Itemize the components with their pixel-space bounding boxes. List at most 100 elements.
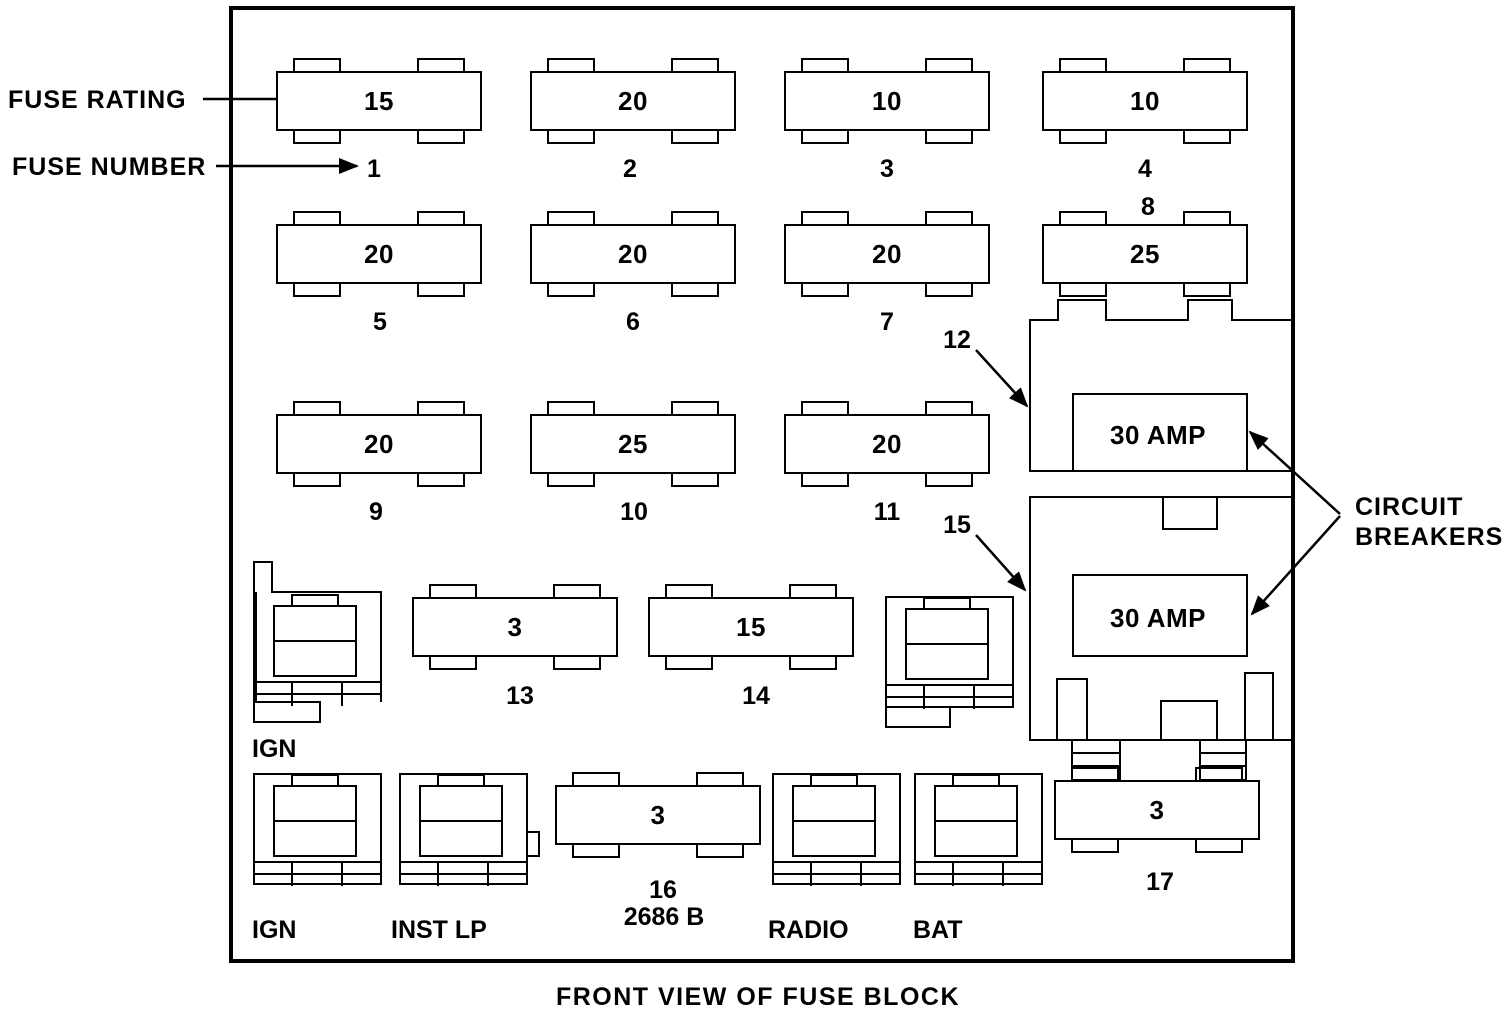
fuse-terminal — [293, 211, 341, 226]
fuse-4: 104 — [1042, 58, 1248, 183]
fuse-terminal — [696, 843, 744, 858]
fuse-terminal — [1183, 211, 1231, 226]
fuse-number-10: 10 — [620, 498, 648, 526]
fuse-terminal — [417, 282, 465, 297]
fuse-number-3: 3 — [880, 155, 894, 183]
fuse-terminal — [547, 58, 595, 73]
fuse-terminal — [293, 58, 341, 73]
fuse-terminal — [547, 472, 595, 487]
fuse-number-9: 9 — [369, 498, 383, 526]
fuse-rating-14: 15 — [736, 612, 766, 642]
relay-label-bat: BAT — [913, 916, 963, 944]
fuse-terminal — [572, 843, 620, 858]
fuse-terminal — [925, 58, 973, 73]
breaker-label-arrow-upper — [1248, 430, 1341, 515]
fuse-terminal — [547, 282, 595, 297]
part-code: 2686 B — [624, 903, 705, 931]
fuse-number-2: 2 — [623, 155, 637, 183]
fuse-6: 206 — [530, 211, 736, 336]
relay-ign-upper — [253, 561, 382, 723]
fuse-terminal — [1183, 282, 1231, 297]
fuse-rating-1: 15 — [364, 86, 394, 116]
fuse-number-5: 5 — [373, 308, 387, 336]
fuse-terminal — [553, 655, 601, 670]
breaker-15-number: 15 — [943, 511, 971, 539]
fuse-terminal — [293, 401, 341, 416]
fuse-rating-6: 20 — [618, 239, 648, 269]
fuse-terminal — [1059, 58, 1107, 73]
breaker-12-number: 12 — [943, 326, 971, 354]
relay-label-radio: RADIO — [768, 916, 849, 944]
circuit-breakers-label-line2: BREAKERS — [1355, 523, 1503, 551]
fuse-terminal — [1071, 838, 1119, 853]
fuse-body — [784, 224, 990, 284]
fuse-rating-13: 3 — [508, 612, 523, 642]
fuse-terminal — [429, 584, 477, 599]
fuse-terminal — [671, 282, 719, 297]
fuse-rating-3: 10 — [872, 86, 902, 116]
fuse-terminal — [547, 401, 595, 416]
fuse-terminal — [417, 129, 465, 144]
relay-pin — [810, 774, 858, 787]
relay-bat — [914, 773, 1043, 886]
fuse-terminal — [429, 655, 477, 670]
relay-pin — [923, 597, 971, 610]
breaker-15-rating: 30 AMP — [1110, 603, 1206, 633]
fuse-terminal — [801, 401, 849, 416]
fuse-body — [1054, 780, 1260, 840]
relay-pin — [437, 774, 485, 787]
fuse-rating-17: 3 — [1150, 795, 1165, 825]
fuse-8: 25 8 — [1042, 193, 1248, 297]
fuse-terminal — [417, 58, 465, 73]
circuit-breaker-15 — [1029, 496, 1293, 741]
fuse-terminal — [925, 211, 973, 226]
fuse-terminal — [1059, 282, 1107, 297]
fuse-number-8: 8 — [1141, 193, 1155, 221]
breaker-label-arrow-lower — [1250, 515, 1341, 616]
fuse-3: 10 3 — [784, 58, 990, 183]
relays-group — [253, 561, 1043, 886]
fuse-terminal — [925, 401, 973, 416]
fuse-number-legend: FUSE NUMBER — [12, 153, 206, 181]
fuse-terminal — [293, 472, 341, 487]
circuit-breakers-label-line1: CIRCUIT — [1355, 493, 1463, 521]
relay-foot — [885, 706, 951, 728]
fuse-rating-11: 20 — [872, 429, 902, 459]
fuse-terminal — [1059, 129, 1107, 144]
fuse-number-14: 14 — [742, 682, 770, 710]
fuse-body — [648, 597, 854, 657]
fuse-terminal — [801, 58, 849, 73]
fuse-terminal — [671, 401, 719, 416]
fuse-terminal — [925, 472, 973, 487]
fuse-block-outline — [229, 6, 1295, 963]
relay-label-ign-lower: IGN — [252, 916, 296, 944]
fuse-terminal — [671, 211, 719, 226]
relay-ign-lower — [253, 773, 382, 886]
fuse-number-1: 1 — [367, 155, 381, 183]
fuse-number-13: 13 — [506, 682, 534, 710]
fuse-terminal — [417, 472, 465, 487]
fuse-body — [784, 414, 990, 474]
fuse-rating-7: 20 — [872, 239, 902, 269]
relay-label-inst-lp: INST LP — [391, 916, 487, 944]
fuse-body — [1042, 224, 1248, 284]
breaker-12-rating: 30 AMP — [1110, 420, 1206, 450]
fuse-terminal — [801, 129, 849, 144]
relay-pin — [291, 594, 339, 607]
fuse-16: 316 — [555, 772, 761, 904]
fuse-13: 3 13 — [412, 584, 618, 710]
relay-frame — [253, 561, 382, 702]
fuse-body — [1042, 71, 1248, 131]
fuse-number-7: 7 — [880, 308, 894, 336]
fuse-body — [530, 414, 736, 474]
relay-center — [885, 596, 1014, 728]
fuse-number-16: 16 — [649, 876, 677, 904]
fuse-rating-8: 25 — [1130, 239, 1160, 269]
fuse-body — [784, 71, 990, 131]
fuse-rating-4: 10 — [1130, 86, 1160, 116]
fuse-17: 317 — [1054, 767, 1260, 896]
